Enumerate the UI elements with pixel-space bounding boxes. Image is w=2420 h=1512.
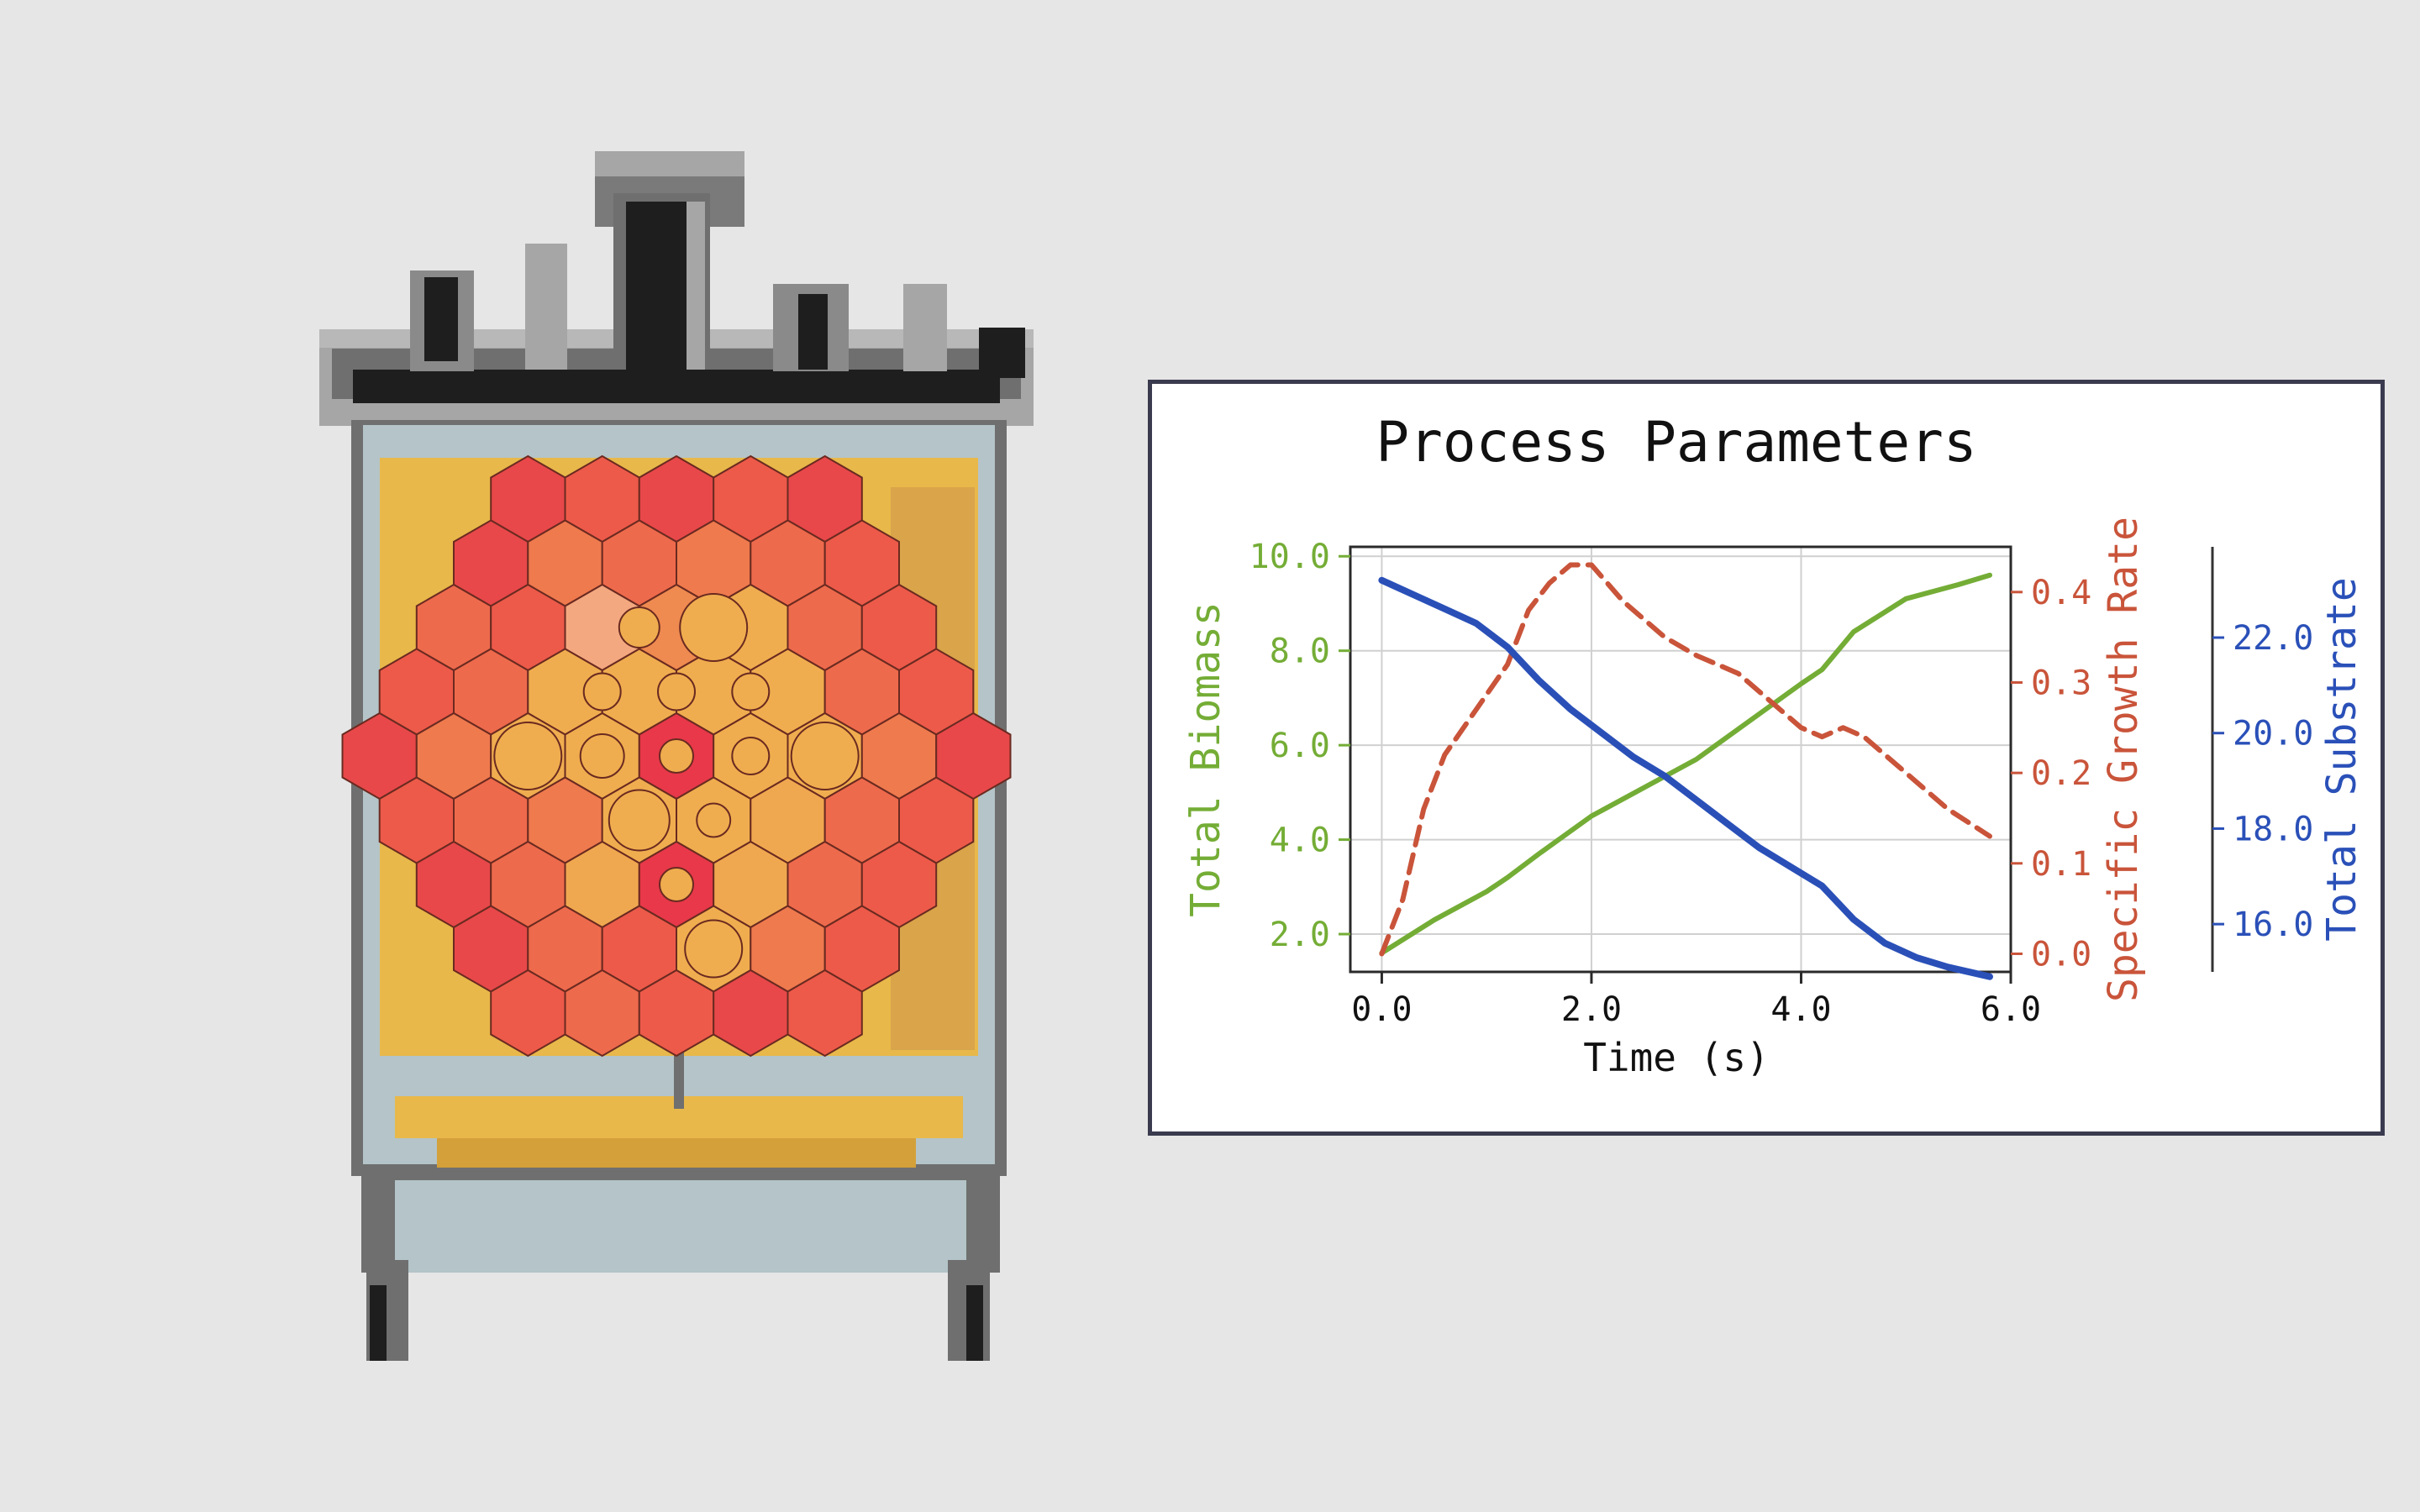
- cell-vacuole: [582, 672, 622, 711]
- port-far-right-core: [979, 328, 1025, 378]
- bioreactor-illustration: [319, 151, 1034, 1361]
- y-tick-label: 8.0: [1270, 633, 1330, 671]
- port-far-right: [903, 284, 947, 371]
- x-tick-label: 0.0: [1351, 990, 1412, 1029]
- y-axis-label-biomass: Total Biomass: [1182, 601, 1229, 917]
- x-tick-label: 6.0: [1981, 990, 2041, 1029]
- cell-vacuole: [731, 737, 771, 775]
- y-axis-label-growth-rate: Specific Growth Rate: [2100, 517, 2147, 1002]
- cell-vacuole: [696, 802, 732, 838]
- x-tick-label: 4.0: [1770, 990, 1831, 1029]
- cell-vacuole: [731, 672, 771, 711]
- cell-vacuole: [618, 606, 660, 648]
- y-tick-label: 22.0: [2233, 619, 2313, 658]
- y-tick-label: 4.0: [1270, 822, 1330, 860]
- sparger-tray-shadow: [437, 1138, 916, 1168]
- y-tick-label: 20.0: [2233, 715, 2313, 753]
- port-right-core: [798, 294, 828, 370]
- cell-vacuole: [657, 672, 696, 711]
- chart-grid: [1350, 547, 2012, 972]
- chart-series: [1378, 562, 1993, 980]
- port-center-core: [626, 202, 687, 370]
- cell-vacuole: [679, 593, 749, 662]
- cell-vacuole: [659, 867, 694, 902]
- plot-frame: [1349, 545, 2012, 974]
- cell-vacuole: [684, 919, 744, 979]
- y-tick-label: 2.0: [1270, 916, 1330, 954]
- reactor-lid: [319, 151, 1034, 426]
- x-axis-label: Time (s): [1583, 1035, 1770, 1080]
- port-left-inner: [525, 244, 567, 370]
- port-center-head-light: [595, 151, 744, 176]
- x-tick-label: 2.0: [1561, 990, 1622, 1029]
- substrate-line: [1378, 576, 1993, 980]
- cell-vacuole: [790, 722, 860, 790]
- vessel-center-rod: [674, 1050, 684, 1109]
- vessel-base-glass: [395, 1180, 966, 1273]
- leg-left-dark: [370, 1285, 387, 1361]
- cell-hexagon: [786, 969, 863, 1058]
- leg-right-dark: [966, 1285, 983, 1361]
- cell-vacuole: [608, 789, 671, 852]
- cell-colony: [341, 454, 1012, 1058]
- x-axis: 0.0 2.0 4.0 6.0: [1351, 972, 2041, 1029]
- y-tick-label: 6.0: [1270, 727, 1330, 765]
- y-axis-label-substrate: Total Substrate: [2318, 577, 2365, 941]
- y-tick-label: 0.4: [2031, 574, 2091, 612]
- cell-vacuole: [579, 733, 625, 779]
- biomass-line: [1379, 572, 1992, 956]
- lid-dark-band: [353, 370, 1000, 403]
- y-tick-label: 0.3: [2031, 664, 2091, 702]
- y-tick-label: 0.0: [2031, 935, 2091, 974]
- cell-vacuole: [659, 738, 694, 774]
- chart-title: Process Parameters: [1376, 410, 1976, 475]
- growth-rate-line: [1379, 562, 1992, 957]
- cell-vacuole: [493, 722, 563, 790]
- y-tick-label: 10.0: [1249, 538, 1330, 576]
- process-parameters-chart: Process Parameters 0.0 2.0 4.0 6.0 Time (s)…: [1182, 410, 2365, 1080]
- port-left-core: [424, 277, 458, 361]
- y-tick-label: 0.2: [2031, 754, 2091, 793]
- y-tick-label: 16.0: [2233, 906, 2313, 944]
- y-tick-label: 0.1: [2031, 845, 2091, 884]
- y-tick-label: 18.0: [2233, 810, 2313, 848]
- port-center-stripe: [687, 202, 705, 370]
- process-parameters-panel: Process Parameters 0.0 2.0 4.0 6.0 Time (s)…: [1148, 380, 2385, 1136]
